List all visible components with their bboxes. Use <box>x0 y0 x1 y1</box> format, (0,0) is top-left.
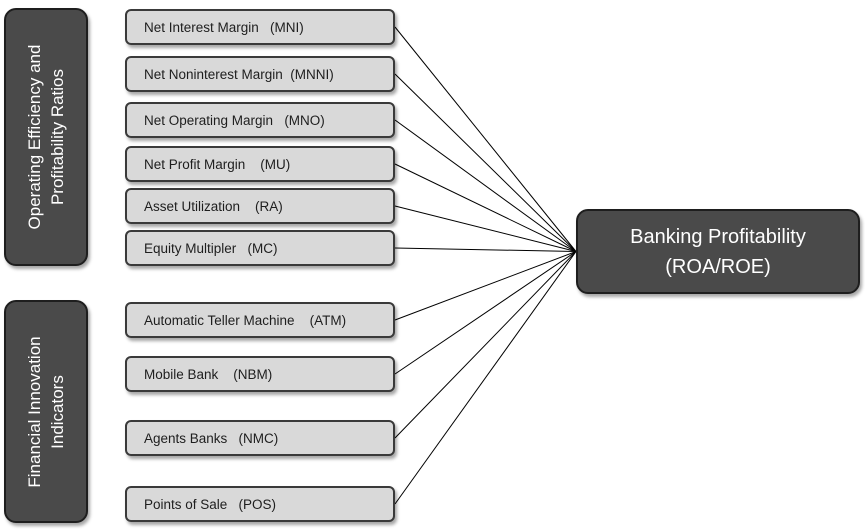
connector-line <box>394 251 577 375</box>
factor-box-nbm: Mobile Bank (NBM) <box>125 356 395 392</box>
factor-box-pos: Points of Sale (POS) <box>125 486 395 522</box>
connector-line <box>394 26 577 252</box>
factor-label: Points of Sale (POS) <box>144 496 277 512</box>
target-subtitle: (ROA/ROE) <box>665 255 771 278</box>
group-label: Financial Innovation Indicators <box>25 335 67 488</box>
connector-line <box>394 251 577 321</box>
connector-line <box>394 119 577 252</box>
factor-label: Net Interest Margin (MNI) <box>144 19 304 35</box>
connector-line <box>394 247 577 252</box>
factor-label: Net Profit Margin (MU) <box>144 156 291 172</box>
factor-label: Agents Banks (NMC) <box>144 430 279 446</box>
factor-label: Net Operating Margin (MNO) <box>144 112 325 128</box>
target-title: Banking Profitability <box>630 225 806 248</box>
factor-box-atm: Automatic Teller Machine (ATM) <box>125 302 395 338</box>
connector-line <box>394 251 577 439</box>
factor-box-ra: Asset Utilization (RA) <box>125 188 395 224</box>
connector-line <box>394 205 577 252</box>
factor-label: Mobile Bank (NBM) <box>144 366 273 382</box>
factor-box-mni: Net Interest Margin (MNI) <box>125 9 395 45</box>
factor-box-mnni: Net Noninterest Margin (MNNI) <box>125 56 395 92</box>
factor-label: Net Noninterest Margin (MNNI) <box>144 66 334 82</box>
factor-label: Equity Multipler (MC) <box>144 240 278 256</box>
group-financial-innovation: Financial Innovation Indicators <box>4 300 88 523</box>
connector-line <box>394 163 577 252</box>
group-operating-efficiency: Operating Efficiency and Profitability R… <box>4 8 88 266</box>
connector-line <box>394 73 577 252</box>
banking-profitability-box: Banking Profitability (ROA/ROE) <box>576 209 860 294</box>
factor-label: Asset Utilization (RA) <box>144 198 283 214</box>
factor-label: Automatic Teller Machine (ATM) <box>144 312 347 328</box>
factor-box-mc: Equity Multipler (MC) <box>125 230 395 266</box>
factor-box-nmc: Agents Banks (NMC) <box>125 420 395 456</box>
factor-box-mu: Net Profit Margin (MU) <box>125 146 395 182</box>
connector-line <box>394 251 577 505</box>
factor-box-mno: Net Operating Margin (MNO) <box>125 102 395 138</box>
group-label: Operating Efficiency and Profitability R… <box>25 44 67 230</box>
